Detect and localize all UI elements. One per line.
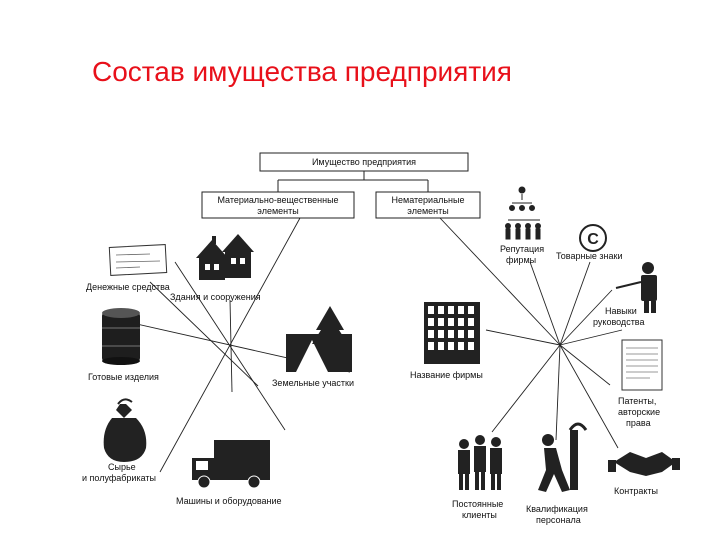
intangible-rays xyxy=(439,217,623,449)
sack-icon xyxy=(103,398,147,462)
intangible-label-2: элементы xyxy=(407,206,448,216)
handshake-icon xyxy=(608,452,680,476)
land-icon xyxy=(286,306,352,372)
intangible-label-1: Нематериальные xyxy=(392,195,465,205)
trademark-symbol: C xyxy=(587,231,599,248)
firm-name-label: Название фирмы xyxy=(410,370,483,380)
firm-building-icon xyxy=(424,302,480,364)
patents-label-3: права xyxy=(626,418,651,428)
patents-label-1: Патенты, xyxy=(618,396,656,406)
worker-icon xyxy=(538,422,588,492)
root-label: Имущество предприятия xyxy=(312,157,416,167)
contracts-label: Контракты xyxy=(614,486,658,496)
clients-icon xyxy=(458,435,502,490)
raw-label-1: Сырье xyxy=(108,462,136,472)
org-chart-icon xyxy=(505,186,541,240)
trademarks-label: Товарные знаки xyxy=(556,251,623,261)
intangible-box: Нематериальные элементы xyxy=(375,191,481,219)
buildings-icon xyxy=(196,234,254,280)
buildings-label: Здания и сооружения xyxy=(170,292,261,302)
cash-label: Денежные средства xyxy=(86,282,170,292)
machines-label: Машины и оборудование xyxy=(176,496,282,506)
skills-label-2: руководства xyxy=(593,317,645,327)
qualification-label-1: Квалификация xyxy=(526,504,588,514)
reputation-label-2: фирмы xyxy=(506,255,536,265)
root-box: Имущество предприятия xyxy=(259,152,469,172)
qualification-label-2: персонала xyxy=(536,515,581,525)
land-label: Земельные участки xyxy=(272,378,354,388)
skills-label-1: Навыки xyxy=(605,306,637,316)
finished-label: Готовые изделия xyxy=(88,372,159,382)
material-label-1: Материально-вещественные xyxy=(217,195,338,205)
slide-title: Состав имущества предприятия xyxy=(92,56,512,87)
material-box: Материально-вещественные элементы xyxy=(201,191,355,219)
patents-label-2: авторские xyxy=(618,407,660,417)
material-label-2: элементы xyxy=(257,206,298,216)
truck-icon xyxy=(192,440,270,489)
patent-document-icon xyxy=(621,339,663,391)
reputation-label-1: Репутация xyxy=(500,244,544,254)
clients-label-1: Постоянные xyxy=(452,499,503,509)
trademark-icon: C xyxy=(579,224,607,252)
barrel-icon xyxy=(102,308,140,365)
cash-icon xyxy=(108,244,168,276)
clients-label-2: клиенты xyxy=(462,510,497,520)
raw-label-2: и полуфабрикаты xyxy=(82,473,156,483)
presenter-icon xyxy=(615,262,657,313)
